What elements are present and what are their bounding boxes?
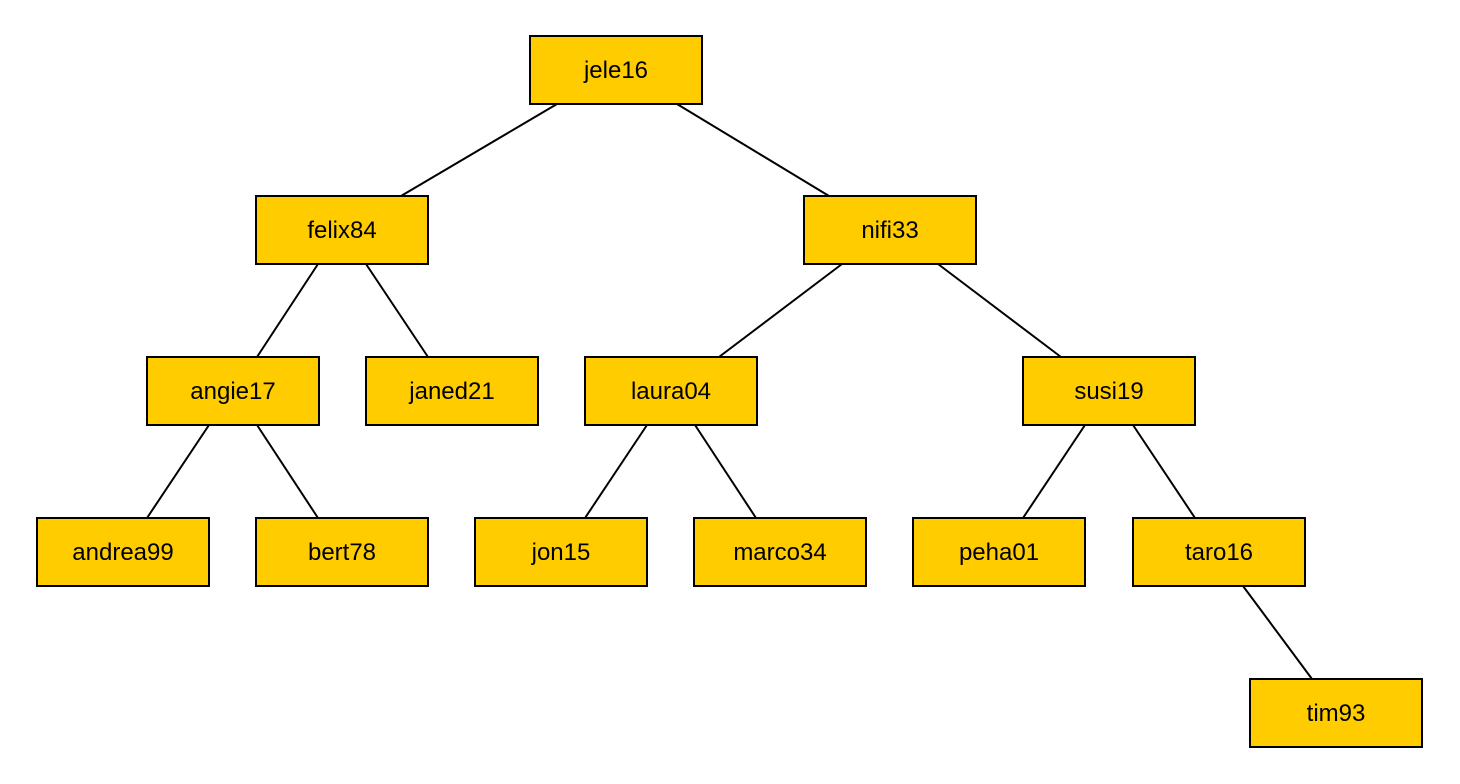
tree-node-marco34: marco34 — [693, 517, 867, 587]
node-box — [693, 517, 867, 587]
node-label: bert78 — [308, 539, 376, 566]
tree-node-janed21: janed21 — [365, 356, 539, 426]
edge-susi19-taro16 — [1132, 424, 1196, 519]
tree-node-peha01: peha01 — [912, 517, 1086, 587]
node-box — [255, 195, 429, 265]
node-label: angie17 — [190, 378, 275, 405]
edge-nifi33-susi19 — [937, 263, 1062, 358]
node-label: marco34 — [733, 539, 826, 566]
node-box — [1132, 517, 1306, 587]
edges-layer — [146, 103, 1313, 680]
edge-jele16-felix84 — [400, 103, 558, 197]
edge-angie17-bert78 — [256, 424, 319, 519]
node-box — [584, 356, 758, 426]
node-label: jele16 — [583, 57, 648, 84]
node-box — [365, 356, 539, 426]
node-label: felix84 — [307, 217, 376, 244]
edge-laura04-marco34 — [694, 424, 757, 519]
node-box — [529, 35, 703, 105]
node-box — [1249, 678, 1423, 748]
edge-felix84-angie17 — [256, 263, 319, 358]
node-label: tim93 — [1307, 700, 1366, 727]
node-label: janed21 — [408, 378, 494, 405]
edge-taro16-tim93 — [1242, 585, 1313, 680]
tree-node-jon15: jon15 — [474, 517, 648, 587]
tree-node-tim93: tim93 — [1249, 678, 1423, 748]
edge-felix84-janed21 — [365, 263, 429, 358]
node-label: susi19 — [1074, 378, 1143, 405]
tree-node-nifi33: nifi33 — [803, 195, 977, 265]
node-label: laura04 — [631, 378, 711, 405]
edge-laura04-jon15 — [584, 424, 648, 519]
tree-node-susi19: susi19 — [1022, 356, 1196, 426]
tree-node-angie17: angie17 — [146, 356, 320, 426]
tree-node-andrea99: andrea99 — [36, 517, 210, 587]
nodes-layer: jele16 felix84 nifi33 angie17 janed21 laura04… — [36, 35, 1423, 748]
edge-susi19-peha01 — [1022, 424, 1086, 519]
edge-angie17-andrea99 — [146, 424, 210, 519]
node-label: andrea99 — [72, 539, 173, 566]
node-box — [1022, 356, 1196, 426]
node-label: peha01 — [959, 539, 1039, 566]
node-box — [255, 517, 429, 587]
node-box — [912, 517, 1086, 587]
node-box — [803, 195, 977, 265]
tree-node-bert78: bert78 — [255, 517, 429, 587]
node-box — [36, 517, 210, 587]
tree-node-taro16: taro16 — [1132, 517, 1306, 587]
edge-jele16-nifi33 — [676, 103, 830, 197]
tree-node-felix84: felix84 — [255, 195, 429, 265]
edge-nifi33-laura04 — [718, 263, 843, 358]
tree-node-jele16: jele16 — [529, 35, 703, 105]
node-box — [146, 356, 320, 426]
tree-node-laura04: laura04 — [584, 356, 758, 426]
node-label: taro16 — [1185, 539, 1253, 566]
node-label: jon15 — [531, 539, 591, 566]
node-box — [474, 517, 648, 587]
node-label: nifi33 — [861, 217, 918, 244]
